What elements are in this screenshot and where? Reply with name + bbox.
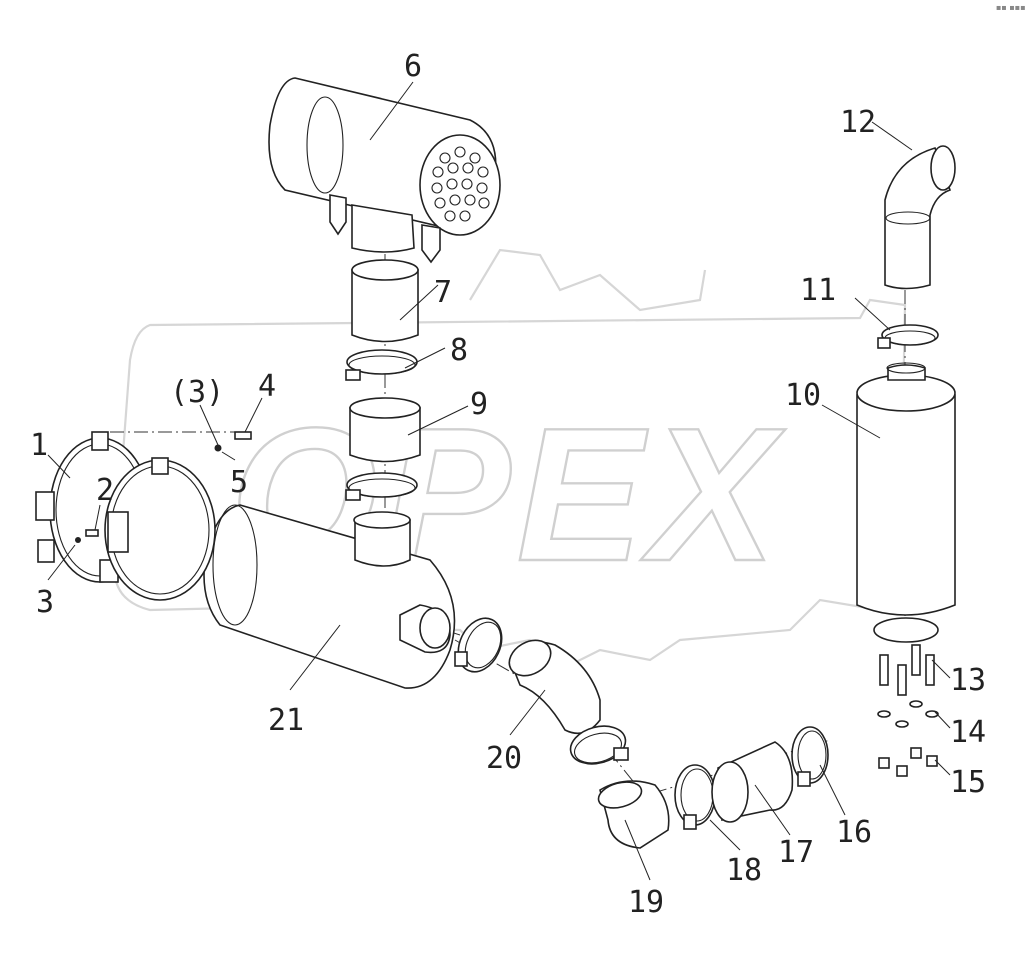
- watermark-gear-teeth: [469, 248, 707, 312]
- callout-21: 21: [268, 703, 304, 738]
- part-19-elbow: [597, 780, 670, 849]
- callout-10: 10: [785, 378, 821, 413]
- callout-19: 19: [628, 885, 664, 920]
- part-21-filter-housing: [203, 504, 456, 689]
- part-13-bolts: [879, 644, 935, 696]
- callout-18: 18: [726, 853, 762, 888]
- part-7-sleeve: [351, 259, 419, 343]
- part-9-sleeve: [349, 397, 421, 463]
- corner-mark: ▪▪ ▪▪▪: [996, 3, 1026, 12]
- clamp-after-21: [454, 617, 503, 673]
- callout-12: 12: [840, 105, 876, 140]
- callout-13: 13: [950, 663, 986, 698]
- part-2-band: [104, 457, 216, 601]
- callout-9: 9: [470, 387, 488, 422]
- callout-3: 3: [36, 585, 54, 620]
- callout-5: 5: [230, 465, 248, 500]
- callout-3-ref: (3): [170, 375, 224, 410]
- callout-20: 20: [486, 741, 522, 776]
- part-18-clamp: [674, 764, 716, 830]
- callout-17: 17: [778, 835, 814, 870]
- part-15-nuts: [878, 747, 938, 777]
- callout-4: 4: [258, 369, 276, 404]
- part-16-clamp: [791, 726, 829, 787]
- precleaner-holes: [431, 146, 490, 222]
- callout-7: 7: [434, 275, 452, 310]
- callout-2: 2: [96, 473, 114, 508]
- part-17-coupling: [711, 741, 794, 823]
- part-11-clamp: [877, 324, 939, 349]
- clamp-under-9: [345, 472, 418, 501]
- part-10-muffler: [856, 362, 956, 643]
- callout-8: 8: [450, 333, 468, 368]
- part-6-precleaner: [268, 77, 501, 264]
- part-20-elbow: [508, 639, 601, 735]
- watermark-gear: [113, 298, 907, 672]
- callout-11: 11: [800, 273, 836, 308]
- callout-16: 16: [836, 815, 872, 850]
- callout-1: 1: [30, 428, 48, 463]
- callout-6: 6: [404, 49, 422, 84]
- part-3-4-5-hardware: [75, 431, 252, 543]
- callout-14: 14: [950, 715, 986, 750]
- clamp-after-20: [569, 725, 629, 765]
- part-14-washers: [877, 700, 939, 728]
- part-8-clamp: [345, 349, 418, 381]
- part-12-elbow-pipe: [884, 145, 956, 290]
- callout-15: 15: [950, 765, 986, 800]
- callouts: 6 7 8 9 12 11 10 1 2 3 (3) 4 5 21 20 19 …: [30, 49, 986, 920]
- leader-lines: [47, 81, 951, 881]
